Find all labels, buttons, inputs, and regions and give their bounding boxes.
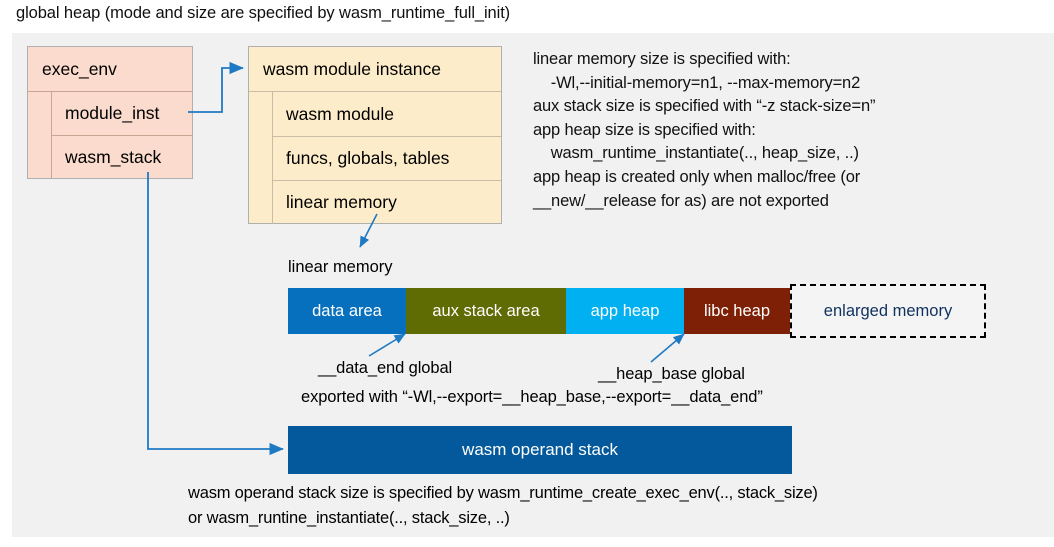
wasm-module-instance-header: wasm module instance	[249, 47, 501, 92]
memory-segment-libc-heap: libc heap	[684, 288, 790, 334]
annotation-data-end: __data_end global	[318, 359, 453, 377]
wasm-module-instance-body: wasm module funcs, globals, tables linea…	[249, 92, 501, 224]
exec-env-body: module_inst wasm_stack	[28, 92, 192, 178]
wasm-module-instance-rows: wasm module funcs, globals, tables linea…	[273, 92, 501, 224]
row-linear-memory: linear memory	[273, 180, 501, 224]
memory-segment-data-area: data area	[288, 288, 406, 334]
memory-segment-app-heap: app heap	[566, 288, 684, 334]
row-wasm-module: wasm module	[286, 103, 394, 124]
exec-env-indent	[28, 92, 52, 178]
exec-env-row-wasm-stack: wasm_stack	[52, 135, 192, 178]
row-funcs-globals-tables: funcs, globals, tables	[273, 136, 501, 180]
linear-memory-caption: linear memory	[288, 258, 393, 276]
wasm-operand-stack-bar: wasm operand stack	[288, 426, 792, 474]
memory-segment-aux-stack-area: aux stack area	[406, 288, 566, 334]
exec-env-rows: module_inst wasm_stack	[52, 92, 192, 178]
memory-config-notes: linear memory size is specified with: -W…	[533, 50, 876, 210]
annotation-exported-with: exported with “-Wl,--export=__heap_base,…	[301, 388, 763, 406]
exec-env-row-module-inst: module_inst	[65, 103, 160, 123]
annotation-heap-base: __heap_base global	[598, 365, 745, 383]
diagram-title: global heap (mode and size are specified…	[16, 4, 511, 22]
memory-segment-enlarged-memory: enlarged memory	[790, 284, 986, 338]
exec-env-box: exec_env module_inst wasm_stack	[27, 46, 193, 179]
wasm-module-instance-box: wasm module instance wasm module funcs, …	[248, 46, 502, 224]
wasm-module-instance-indent	[249, 92, 273, 224]
operand-stack-note: wasm operand stack size is specified by …	[188, 484, 818, 527]
exec-env-header: exec_env	[28, 47, 192, 92]
